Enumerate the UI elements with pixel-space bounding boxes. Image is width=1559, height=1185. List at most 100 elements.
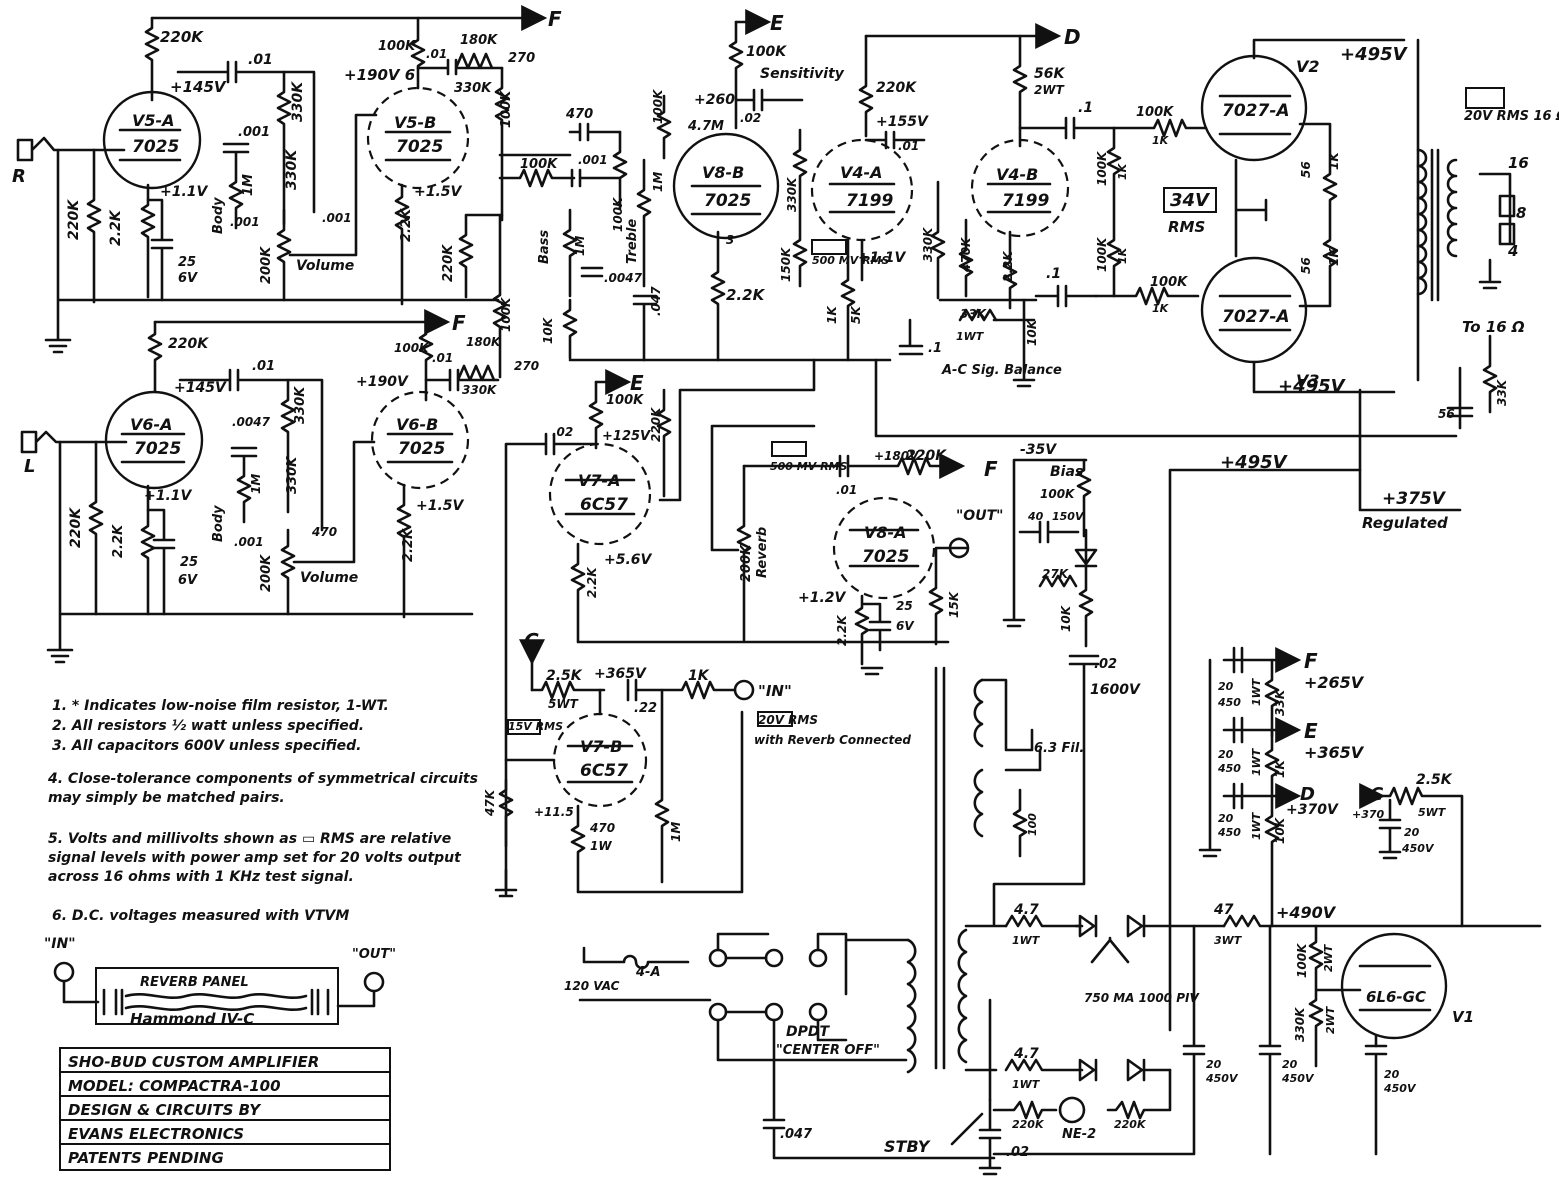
lbl-r1m-a: 1M <box>241 174 256 196</box>
lbl-c20v: 20V RMS <box>758 713 818 727</box>
lbl-reverb-note: with Reverb Connected <box>754 733 911 747</box>
tube-v4b-type: 7199 <box>1002 191 1049 211</box>
tube-v8b-label: V8-B <box>702 163 744 182</box>
mains-section: 120 VAC 4-A DPDT "CENTER OFF" .047 <box>564 932 996 1160</box>
lbl-r330k-b: 330K <box>290 81 306 122</box>
lbl-c01b: .01 <box>426 47 447 61</box>
lbl-r330k-h: 330K <box>921 226 935 262</box>
lbl-r220k-e: 220K <box>68 507 84 548</box>
note-1: 1. * Indicates low-noise film resistor, … <box>52 698 389 714</box>
lbl-r27k: 27K <box>1042 567 1070 581</box>
lbl-r220k-i: 220K <box>1012 1118 1045 1131</box>
lbl-v125: +125V <box>602 429 651 444</box>
lbl-r5wt-b: 5WT <box>1418 806 1447 819</box>
lbl-v490: +490V <box>1276 903 1337 922</box>
lbl-c40: 40 <box>1027 510 1044 523</box>
lbl-r33k-b: 33K <box>1495 378 1509 406</box>
lbl-r100k-n: 100K <box>606 393 644 408</box>
rail-d-supply: D <box>1300 784 1315 805</box>
lbl-in: "IN" <box>758 682 792 700</box>
tube-v8b <box>672 132 780 240</box>
lbl-r100k-e: 100K <box>520 157 558 172</box>
rail-c: C <box>524 629 539 653</box>
reverb-panel-maker: Hammond IV-C <box>130 1010 254 1028</box>
reverb-panel-title: REVERB PANEL <box>140 975 249 990</box>
lbl-r22k-g: 2.2K <box>585 566 599 598</box>
lbl-r220k-c: 220K <box>441 244 456 282</box>
lbl-c001a: .001 <box>238 125 270 140</box>
lbl-r47: 47 <box>1213 902 1234 918</box>
rail-f-reverb: F <box>984 457 998 481</box>
lbl-fil: 6.3 Fil. <box>1034 741 1084 756</box>
tube-v5a-label: V5-A <box>132 111 175 130</box>
input-r-label: R <box>12 166 26 187</box>
lbl-v12: +1.2V <box>798 590 847 606</box>
rail-e-mid: E <box>630 371 644 395</box>
lbl-r200k-b: 200K <box>259 554 274 592</box>
lbl-o4: 4 <box>1507 242 1518 260</box>
lbl-stby: STBY <box>884 1137 931 1156</box>
lbl-r5wt: 5WT <box>548 697 579 711</box>
lbl-c20f: 20 <box>1282 1058 1298 1071</box>
lbl-c02d: .02 <box>1006 1145 1029 1160</box>
channel-r-section: R V5-A 7025 F 220K +145V 2.2K +1.1V 25 6… <box>12 5 562 354</box>
lbl-r5k: 5K <box>849 305 863 324</box>
lbl-treble: Treble <box>625 219 640 264</box>
lbl-diodes: 750 MA 1000 PIV <box>1084 991 1200 1005</box>
lbl-c02c: .02 <box>1094 657 1117 672</box>
lbl-r22k-e: 2.2K <box>726 286 766 304</box>
lbl-r1k-c: 1K <box>1116 162 1129 180</box>
tube-v3-type: 7027-A <box>1222 307 1290 327</box>
lbl-r220k-g: 220K <box>649 406 663 442</box>
lbl-r22k-d: 2.2K <box>401 528 416 562</box>
lbl-ne2: NE-2 <box>1062 1127 1096 1142</box>
lbl-r330k-g: 330K <box>785 176 799 212</box>
lbl-c25b: 25 <box>180 555 198 570</box>
lbl-c20c: 20 <box>1218 812 1234 825</box>
rail-495-b: +495V <box>1278 376 1347 397</box>
rail-f-supply: F <box>1304 649 1318 673</box>
rail-c-supply: C <box>1370 784 1384 805</box>
tube-v2-type: 7027-A <box>1222 101 1290 121</box>
lbl-r1k-b: 1K <box>1152 134 1170 147</box>
reverb-section: E V7-A 6C57 100K +125V .02 220K +5.6V 2.… <box>504 358 1003 896</box>
note-3: 3. All capacitors 600V unless specified. <box>52 738 361 754</box>
tube-v4a-type: 7199 <box>846 191 893 211</box>
lbl-r330k-c: 330K <box>284 149 300 190</box>
lbl-r2wt: 2WT <box>1034 83 1065 97</box>
lbl-dpdt: DPDT <box>786 1024 831 1040</box>
lbl-r220k-j: 220K <box>1114 1118 1147 1131</box>
bias-section: -35V Bias 100K 40 150V 27K 10K .02 1600V <box>992 442 1141 926</box>
tube-v5a-type: 7025 <box>132 137 179 157</box>
lbl-r1wt-f: 1WT <box>1012 1078 1041 1091</box>
lbl-c25a: 25 <box>178 255 196 270</box>
lbl-r1m-d: 1M <box>651 172 665 192</box>
lbl-r1k-d: 1K <box>1116 246 1129 264</box>
lbl-r47-b: 4.7 <box>1013 1046 1039 1062</box>
tube-v1-label: V1 <box>1452 1008 1474 1026</box>
lbl-r25k: 2.5K <box>546 668 583 684</box>
lbl-r2wt-b: 2WT <box>1322 943 1335 972</box>
lbl-v15a: +1.5V <box>414 184 463 200</box>
lbl-r3: 3 <box>726 233 734 247</box>
lbl-r100: 100 <box>1026 813 1039 836</box>
tube-v7a-type: 6C57 <box>580 495 628 515</box>
lbl-v11a: +1.1V <box>160 184 209 200</box>
lbl-r3wt: 3WT <box>1214 934 1243 947</box>
lbl-v15rms: 15V RMS <box>508 720 563 733</box>
lbl-v180: +180V <box>874 449 920 463</box>
lbl-c270a: 270 <box>508 51 535 66</box>
lbl-c20b: 20 <box>1218 748 1234 761</box>
lbl-c001c: .001 <box>322 211 352 225</box>
tube-v4b-label: V4-B <box>996 165 1038 184</box>
rail-regulated: Regulated <box>1362 514 1448 532</box>
title-line-5: PATENTS PENDING <box>68 1149 224 1167</box>
lbl-v150: 150V <box>1052 510 1085 523</box>
lbl-r100k-c: 100K <box>394 341 430 355</box>
lbl-r100k-g: 100K <box>611 196 625 232</box>
lbl-c01f: .01 <box>836 483 857 497</box>
lbl-v450f: 450V <box>1281 1072 1315 1085</box>
lbl-r100k-b: 100K <box>499 90 514 128</box>
tube-v7b <box>552 712 648 808</box>
